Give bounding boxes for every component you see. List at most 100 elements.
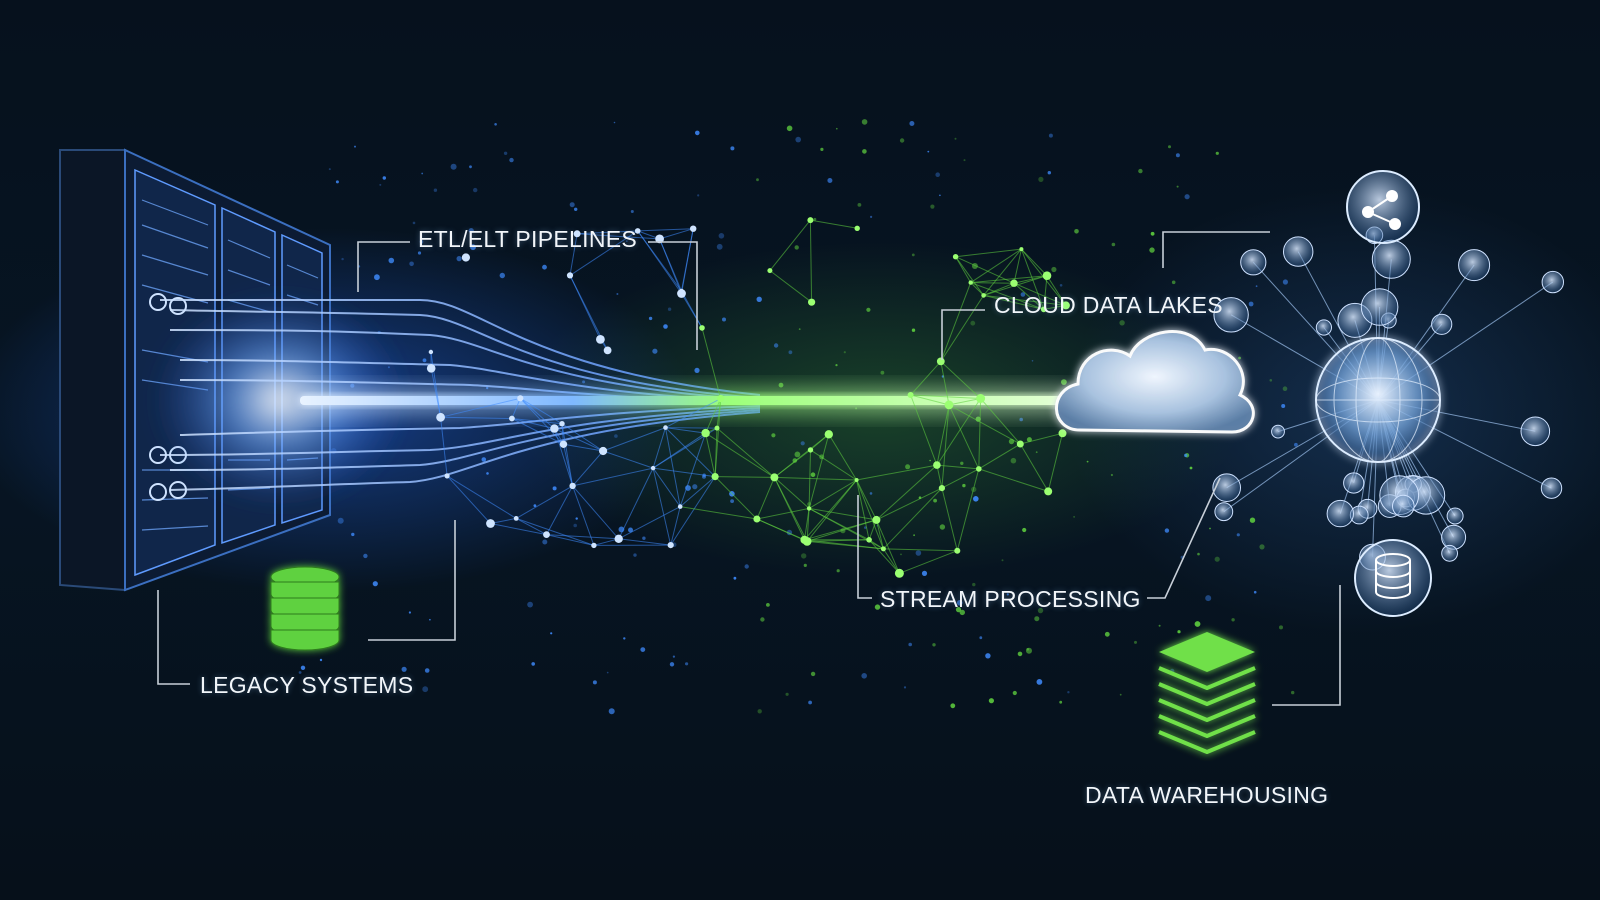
mesh-link xyxy=(572,450,604,487)
mesh-link xyxy=(875,519,900,574)
particle xyxy=(1282,386,1288,392)
particle xyxy=(417,251,422,255)
mesh-node xyxy=(663,425,668,430)
particle xyxy=(1026,437,1032,443)
particle xyxy=(1282,279,1288,285)
particle xyxy=(810,671,816,677)
mesh-node xyxy=(677,289,686,298)
mesh-link xyxy=(773,477,808,542)
mesh-link xyxy=(665,427,716,477)
mesh-link xyxy=(856,479,870,540)
mesh-link xyxy=(714,428,718,477)
particle xyxy=(932,643,936,647)
mesh-node xyxy=(952,254,959,260)
particle xyxy=(1164,528,1170,533)
mesh-link xyxy=(1013,282,1067,306)
data-warehousing-label: DATA WAREHOUSING xyxy=(1085,782,1329,808)
particle xyxy=(533,504,537,507)
mesh-node xyxy=(543,531,550,538)
mesh-link xyxy=(618,506,681,540)
mesh-node xyxy=(650,465,656,471)
mesh-node xyxy=(753,515,761,523)
particle xyxy=(388,257,395,264)
mesh-link xyxy=(856,479,877,521)
particle xyxy=(756,296,762,302)
globe-bubble xyxy=(1520,416,1551,447)
particle xyxy=(433,188,438,192)
particle xyxy=(1253,590,1257,594)
particle xyxy=(628,527,633,533)
particle xyxy=(421,172,424,175)
particle xyxy=(419,240,424,244)
mesh-link xyxy=(936,404,950,466)
mesh-link xyxy=(652,427,666,469)
particle xyxy=(300,665,306,670)
particle xyxy=(988,698,995,704)
mesh-link xyxy=(1020,248,1045,310)
mesh-link xyxy=(910,394,938,466)
particle xyxy=(869,492,873,495)
mesh-node xyxy=(426,364,436,373)
particle xyxy=(652,348,658,354)
mesh-link xyxy=(876,464,938,521)
particle xyxy=(930,204,935,209)
particle xyxy=(803,563,807,568)
label-connectors xyxy=(157,231,1341,706)
particle xyxy=(1197,552,1200,556)
mesh-link xyxy=(808,449,811,509)
particle xyxy=(778,382,784,388)
particle xyxy=(542,264,547,270)
particle xyxy=(351,532,355,537)
mesh-link xyxy=(546,485,574,535)
mesh-node xyxy=(596,335,605,344)
particle xyxy=(630,210,634,213)
particle xyxy=(1048,133,1053,138)
particle xyxy=(1294,442,1298,447)
mesh-node xyxy=(936,357,945,366)
mesh-link xyxy=(810,449,857,481)
particle xyxy=(1255,285,1258,288)
mesh-link xyxy=(679,476,716,507)
mesh-link xyxy=(948,404,1021,445)
mesh-link xyxy=(1013,275,1048,284)
particle xyxy=(1177,630,1181,634)
mesh-node xyxy=(907,392,914,398)
particle xyxy=(473,187,478,193)
particle xyxy=(354,145,356,148)
particle xyxy=(695,130,700,136)
layer-stack-icon xyxy=(1158,632,1256,754)
particle xyxy=(861,673,867,679)
mesh-node xyxy=(701,428,710,438)
mesh-link xyxy=(516,517,595,546)
particle xyxy=(786,125,793,132)
particle xyxy=(592,680,597,685)
particle xyxy=(760,617,765,622)
mesh-node xyxy=(954,547,961,554)
particle xyxy=(955,607,962,613)
mesh-link xyxy=(665,427,718,429)
mesh-node xyxy=(767,268,773,274)
mesh-node xyxy=(428,349,434,355)
particle xyxy=(1010,457,1017,464)
particle xyxy=(663,324,668,329)
particle xyxy=(1006,593,1009,596)
particle xyxy=(756,178,759,182)
mesh-link xyxy=(637,230,682,294)
mesh-link xyxy=(561,423,604,452)
particle xyxy=(648,316,653,321)
mesh-link xyxy=(602,450,654,469)
mesh-link xyxy=(511,418,563,425)
mesh-link xyxy=(970,282,1044,310)
mesh-link xyxy=(756,477,775,520)
globe-bubble xyxy=(1326,499,1355,528)
particle xyxy=(1119,320,1125,326)
particle xyxy=(542,539,548,545)
mesh-node xyxy=(872,515,881,524)
mesh-link xyxy=(970,248,1022,284)
mesh-link xyxy=(511,398,521,419)
mesh-node xyxy=(614,534,623,543)
particle xyxy=(730,499,734,503)
globe-bubble xyxy=(1392,494,1415,518)
mesh-node xyxy=(461,253,470,262)
mesh-link xyxy=(430,351,442,418)
